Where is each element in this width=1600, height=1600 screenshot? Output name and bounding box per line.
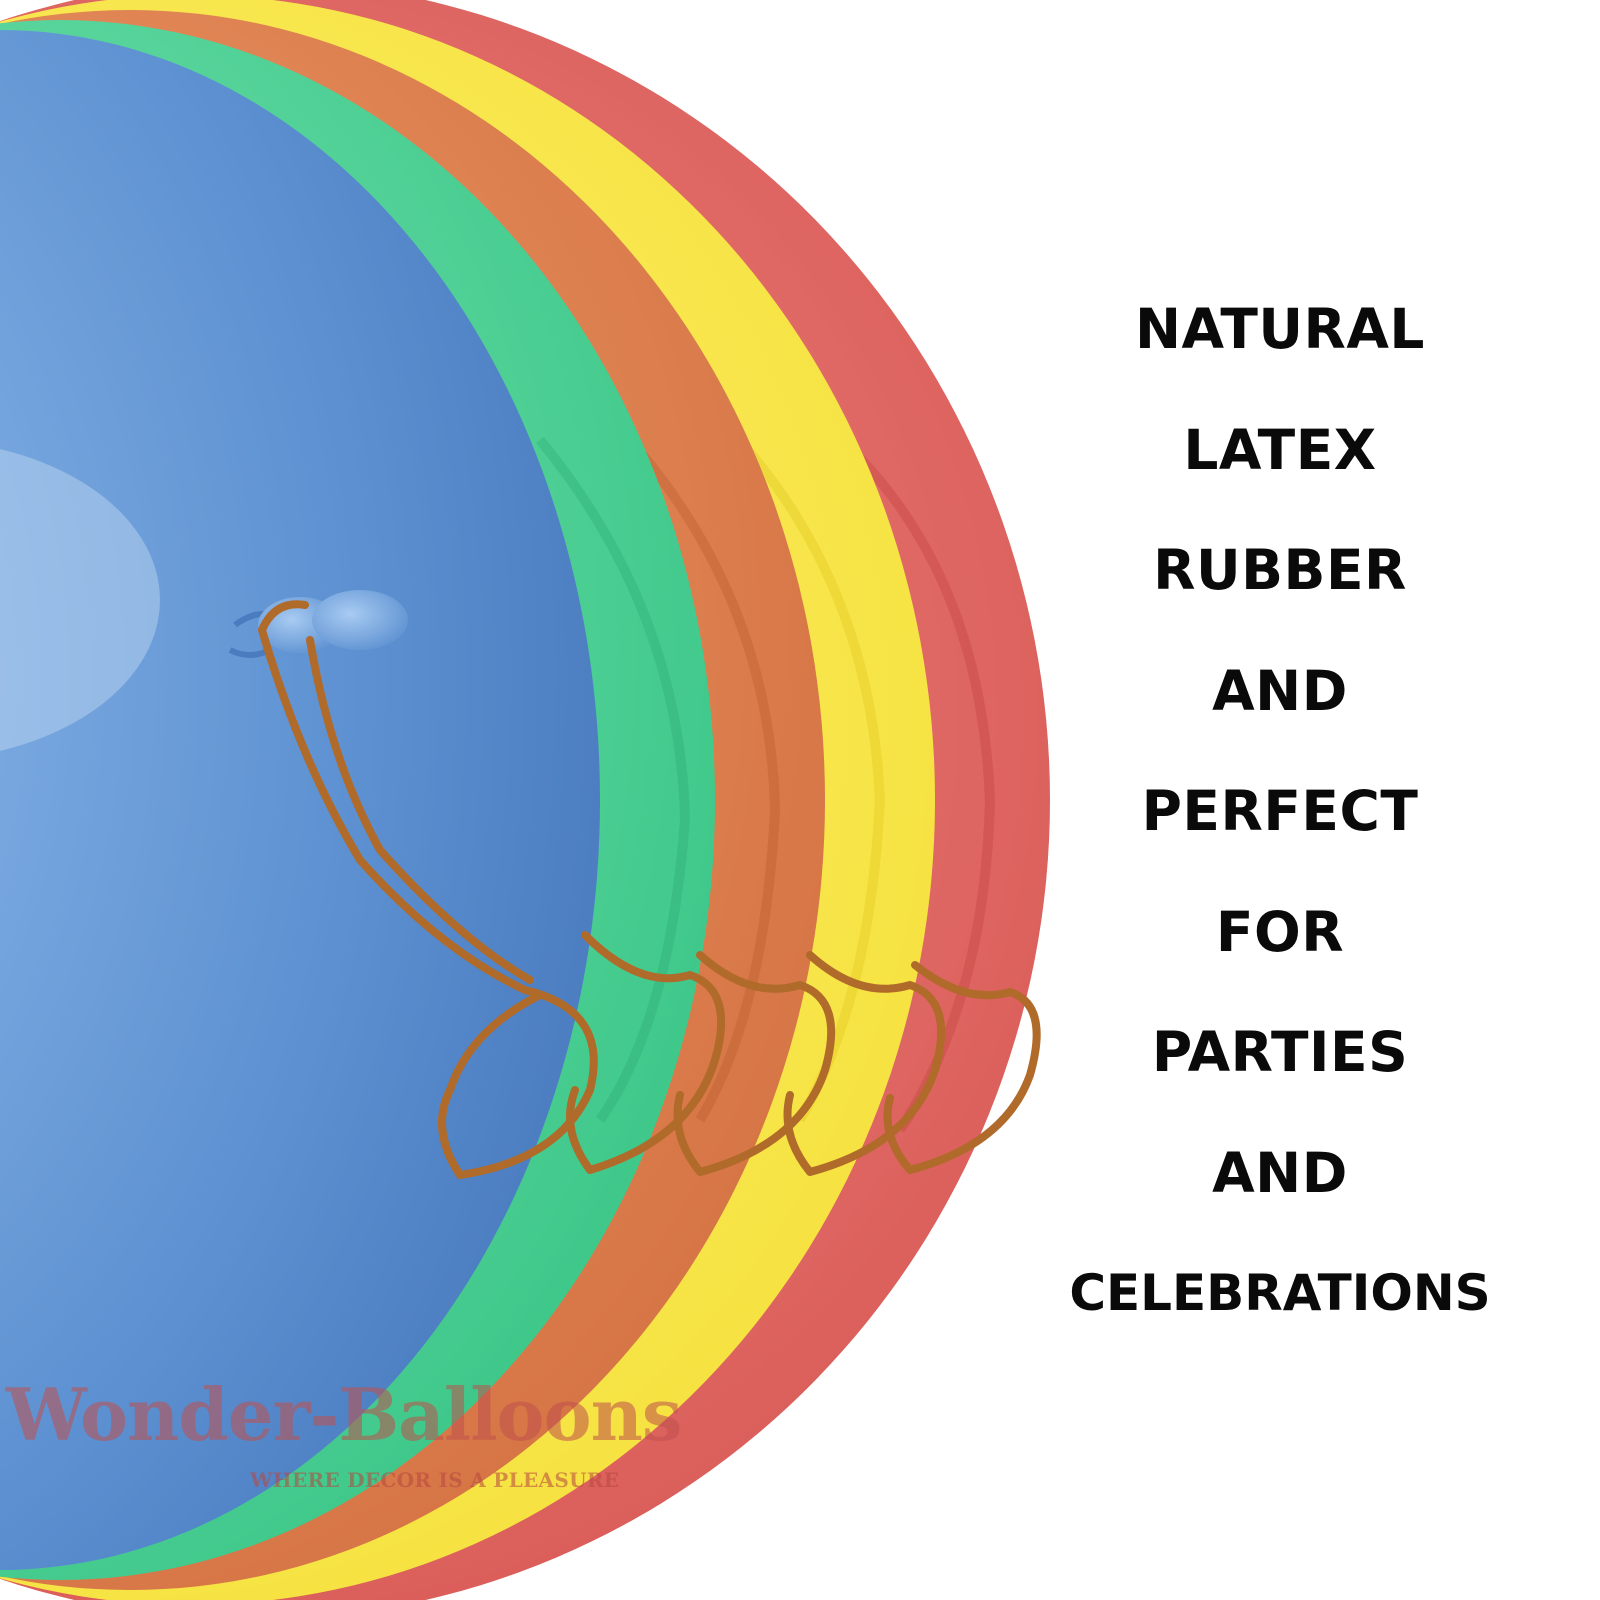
headline-line: AND: [1212, 1140, 1348, 1205]
headline-line: LATEX: [1183, 417, 1377, 482]
headline-line: CELEBRATIONS: [1069, 1264, 1491, 1322]
headline-line: RUBBER: [1153, 538, 1407, 602]
headline-line: PARTIES: [1151, 1020, 1409, 1084]
rubber-bands: [258, 600, 1041, 1179]
headline-line: PERFECT: [1141, 779, 1419, 843]
headline-line: NATURAL: [1135, 297, 1425, 361]
headline: NATURAL LATEX RUBBER AND PERFECT FOR PAR…: [1000, 288, 1560, 1373]
headline-line: AND: [1212, 658, 1348, 723]
blue-balloon: [0, 30, 600, 1570]
headline-line: FOR: [1215, 899, 1345, 964]
